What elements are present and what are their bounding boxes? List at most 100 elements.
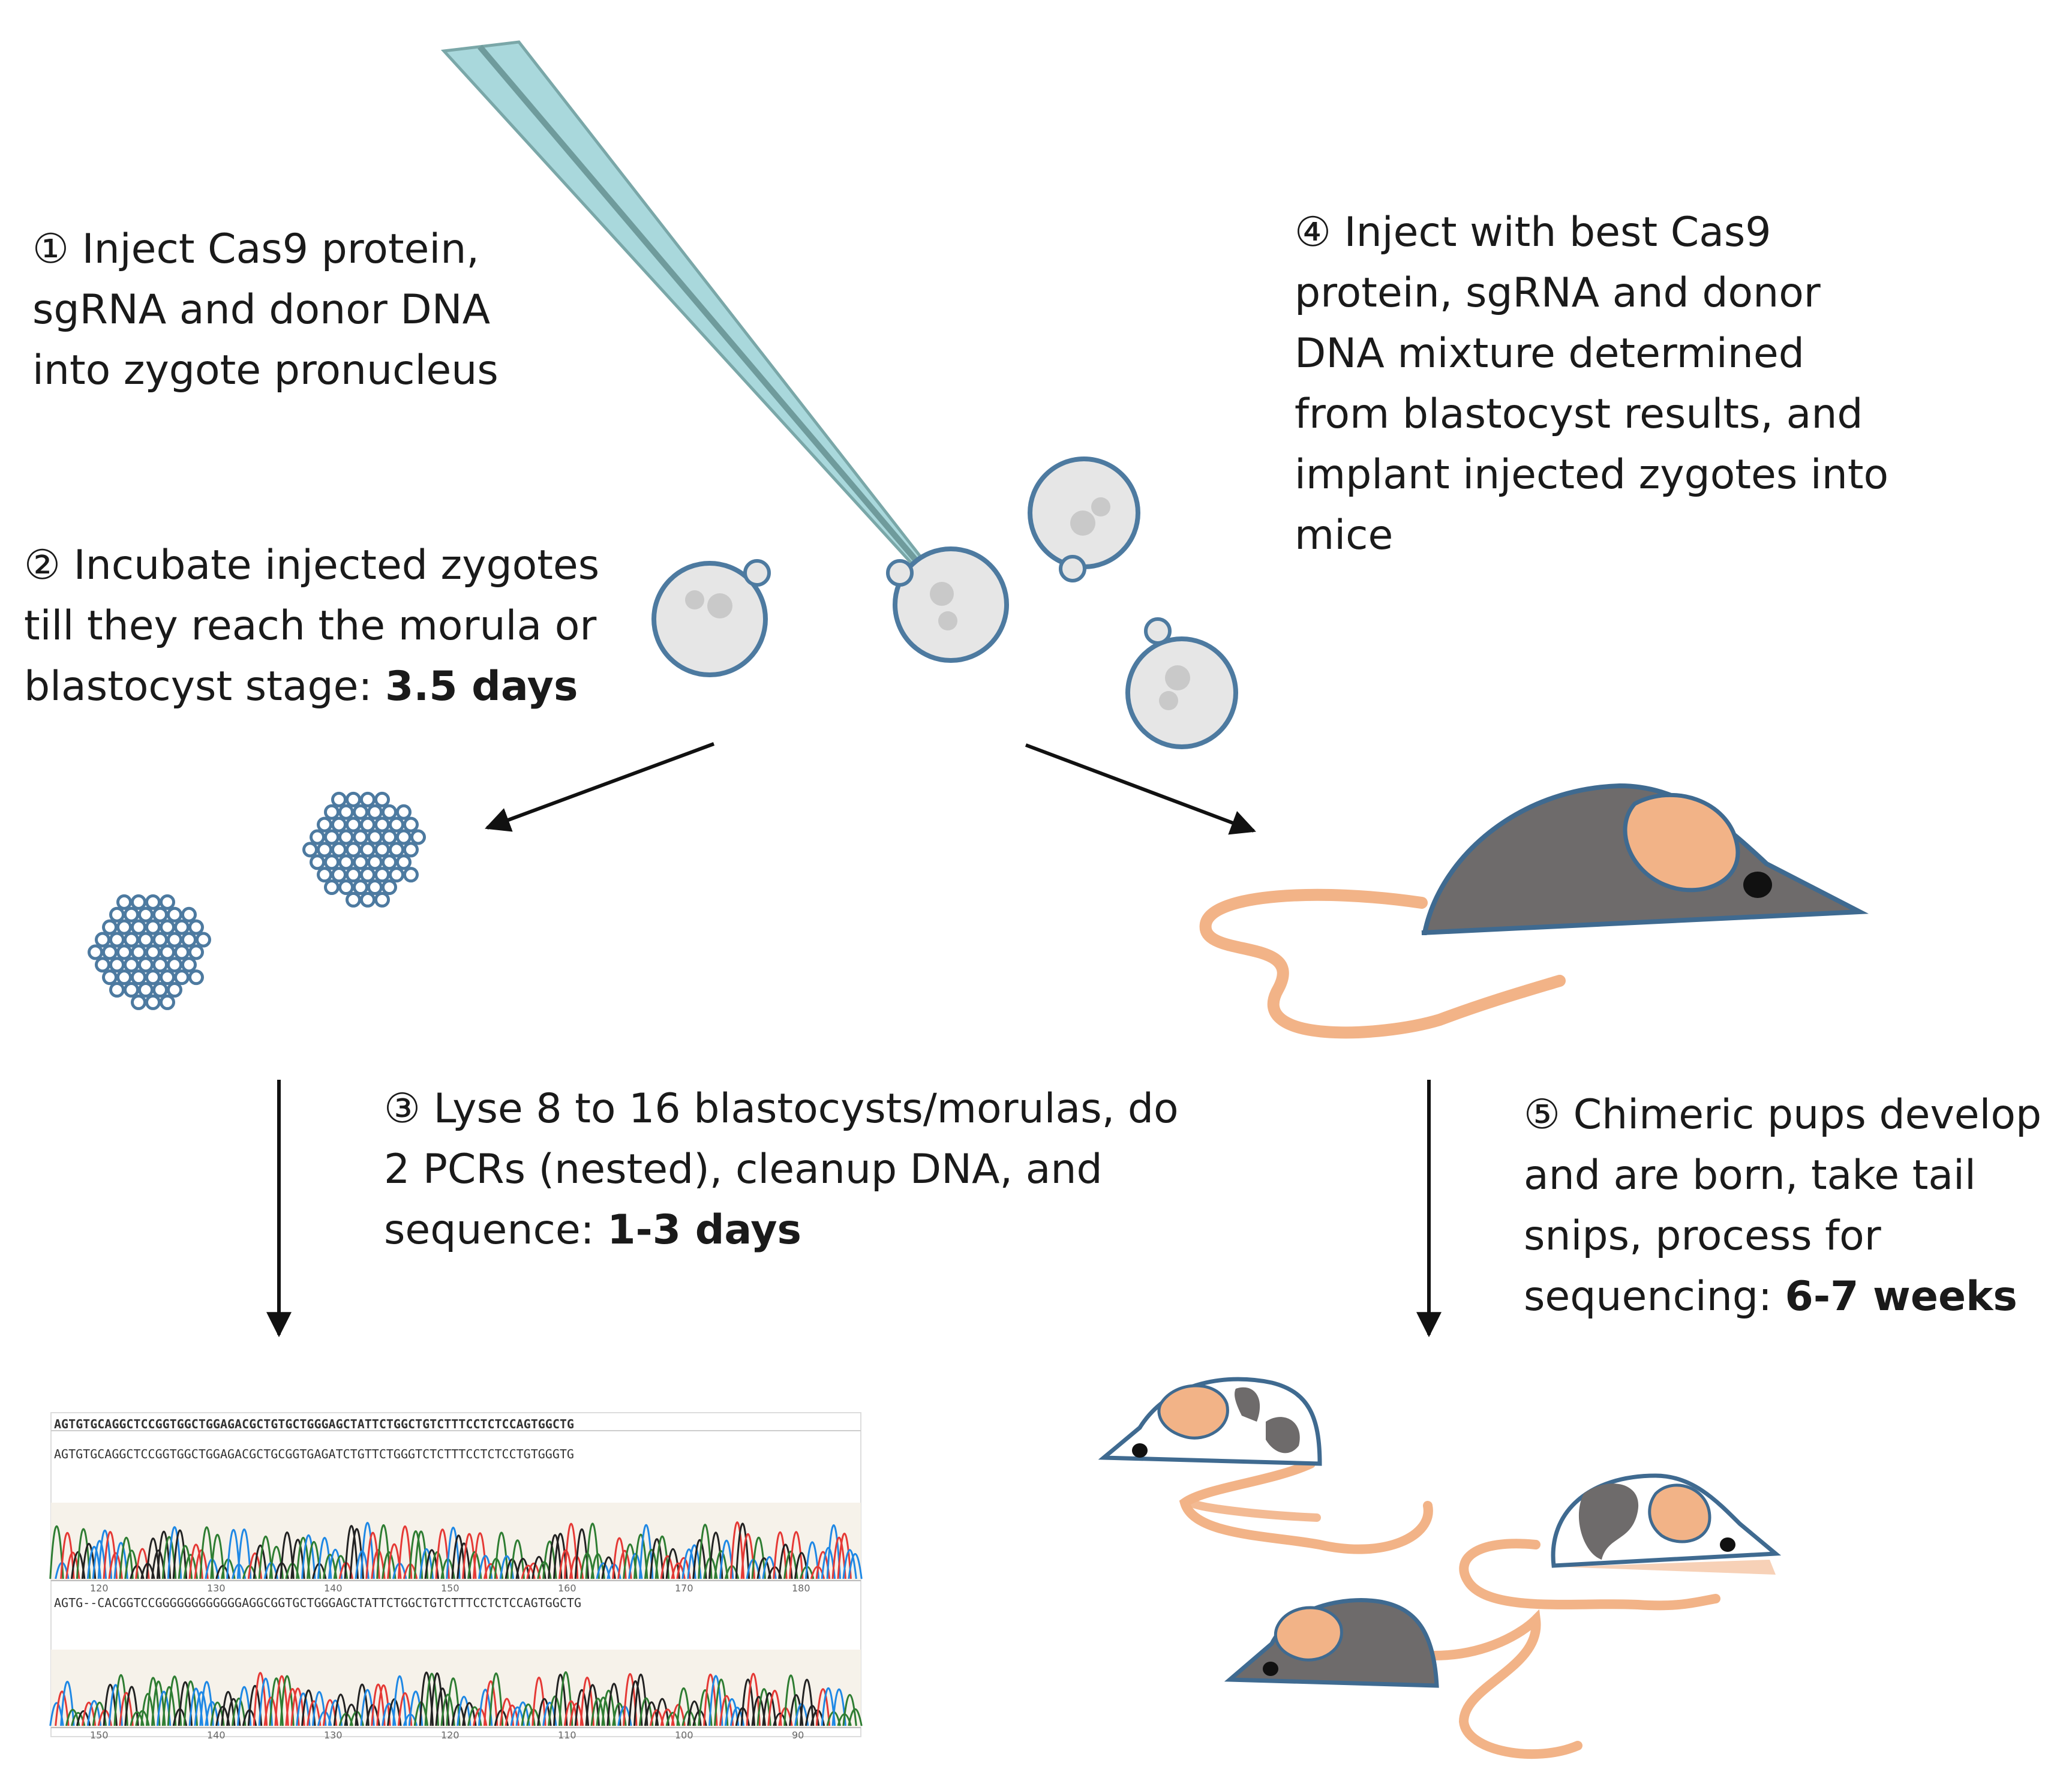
chromatogram-peak: [382, 1551, 397, 1579]
morula-cell: [160, 969, 175, 986]
chromatogram-peak: [49, 1525, 64, 1579]
chromatogram-peak: [430, 1672, 445, 1726]
chromatogram-peak: [76, 1528, 91, 1579]
arrow-to-mouse: [1025, 743, 1256, 835]
chromatogram-peak: [86, 1700, 102, 1726]
chromatogram-peak: [579, 1677, 595, 1726]
chromatogram-peak: [199, 1526, 214, 1579]
chimeric-pup-icon: [1459, 1473, 1782, 1611]
morula-cell: [138, 982, 154, 998]
morula-cell: [152, 982, 168, 998]
chromatogram-peak: [654, 1698, 670, 1726]
morula-cell: [138, 906, 154, 923]
chromatogram-peak: [457, 1542, 472, 1579]
step-5-number: ⑤: [1524, 1091, 1560, 1139]
chromatogram-peak: [735, 1522, 750, 1579]
step-2-number: ②: [24, 542, 61, 589]
zygote-icon: [886, 546, 1009, 663]
chromatogram-peak: [113, 1542, 128, 1579]
chromatogram-peak: [124, 1686, 139, 1726]
morula-cell: [331, 842, 347, 858]
chromatogram-peak: [515, 1701, 530, 1726]
morula-cell: [124, 982, 139, 998]
morula-cell: [403, 867, 419, 883]
morula-cell: [396, 804, 412, 820]
chromatogram-peak: [499, 1698, 515, 1726]
morula-cell: [396, 854, 412, 870]
chromatogram-peak: [178, 1681, 193, 1726]
morula-cell: [338, 854, 354, 870]
chromatogram-peak: [194, 1549, 209, 1579]
chromatogram-peak: [756, 1688, 771, 1726]
chromatogram-peak: [740, 1678, 756, 1726]
chimeric-pup-icon: [1224, 1598, 1582, 1759]
morula-cell: [109, 906, 125, 923]
morula-cell: [167, 957, 182, 973]
chromatogram-peak: [413, 1530, 429, 1579]
morula-cell: [331, 816, 347, 833]
morula-cell: [196, 932, 211, 948]
chromatogram-peak: [210, 1534, 225, 1579]
morula-cell: [317, 867, 332, 883]
zygote-icon: [1028, 456, 1140, 582]
chromatogram-peak: [563, 1522, 579, 1579]
morula-cell: [152, 906, 168, 923]
reference-sequence: AGTGTGCAGGCTCCGGTGGCTGGAGACGCTGTGCTGGGAG…: [54, 1417, 574, 1431]
chromatogram-peak: [446, 1527, 461, 1579]
morula-cell: [145, 994, 161, 1010]
morula-cell: [353, 879, 368, 896]
axis-tick-label: 170: [675, 1582, 693, 1594]
morula-cell: [367, 829, 383, 845]
chromatogram-peak: [467, 1551, 482, 1579]
morula-cell: [102, 944, 118, 960]
chromatogram-peak: [703, 1673, 718, 1726]
morula-cell: [188, 969, 204, 986]
chromatogram-peak: [97, 1530, 113, 1579]
chromatogram-peak: [205, 1701, 220, 1726]
morula-cell: [389, 816, 404, 833]
chromatogram-peak: [183, 1680, 199, 1726]
axis-tick-label: 150: [90, 1729, 109, 1741]
chromatogram-peak: [654, 1535, 670, 1579]
chromatogram-peak: [638, 1697, 654, 1726]
morula-cell: [138, 932, 154, 948]
chromatogram-peak: [719, 1695, 734, 1726]
step-5-text: ⑤ Chimeric pups develop and are born, ta…: [1524, 1085, 2064, 1327]
morula-cell: [167, 982, 182, 998]
step-1-number: ①: [32, 226, 69, 273]
morula-icon: [302, 791, 426, 908]
chromatogram-peak: [146, 1677, 161, 1726]
chromatogram-peak: [713, 1550, 729, 1579]
morula-cell: [310, 854, 325, 870]
morula-cell: [131, 894, 146, 910]
morula-cell: [131, 944, 146, 960]
chromatogram-peak: [729, 1521, 745, 1579]
morula-cell: [396, 829, 412, 845]
chromatogram-peak: [756, 1557, 771, 1579]
chromatogram-peak: [221, 1691, 236, 1726]
morula-cell: [367, 879, 383, 896]
chromatogram-peak: [269, 1677, 284, 1726]
chromatogram-peak: [837, 1533, 852, 1579]
zygote-icon: [1125, 617, 1238, 749]
morula-cell: [95, 957, 110, 973]
chromatogram-peak: [258, 1677, 274, 1726]
step-2-duration: 3.5 days: [385, 663, 578, 710]
morula-cell: [353, 854, 368, 870]
morula-cell: [124, 957, 139, 973]
chromatogram-peak: [671, 1704, 686, 1726]
axis-tick-label: 180: [792, 1582, 810, 1594]
morula-cell: [116, 969, 132, 986]
axis-tick-label: 120: [441, 1729, 460, 1741]
morula-cell: [124, 932, 139, 948]
morula-cell: [302, 842, 318, 858]
chromatogram-peak: [236, 1528, 252, 1579]
chromatogram-peak: [172, 1529, 188, 1579]
chromatogram-peak: [531, 1677, 546, 1726]
axis-tick-label: 110: [558, 1729, 576, 1741]
morula-cell: [145, 944, 161, 960]
chromatogram-peak: [113, 1674, 128, 1726]
chromatogram-peak: [317, 1537, 332, 1579]
morula-cell: [382, 879, 397, 896]
